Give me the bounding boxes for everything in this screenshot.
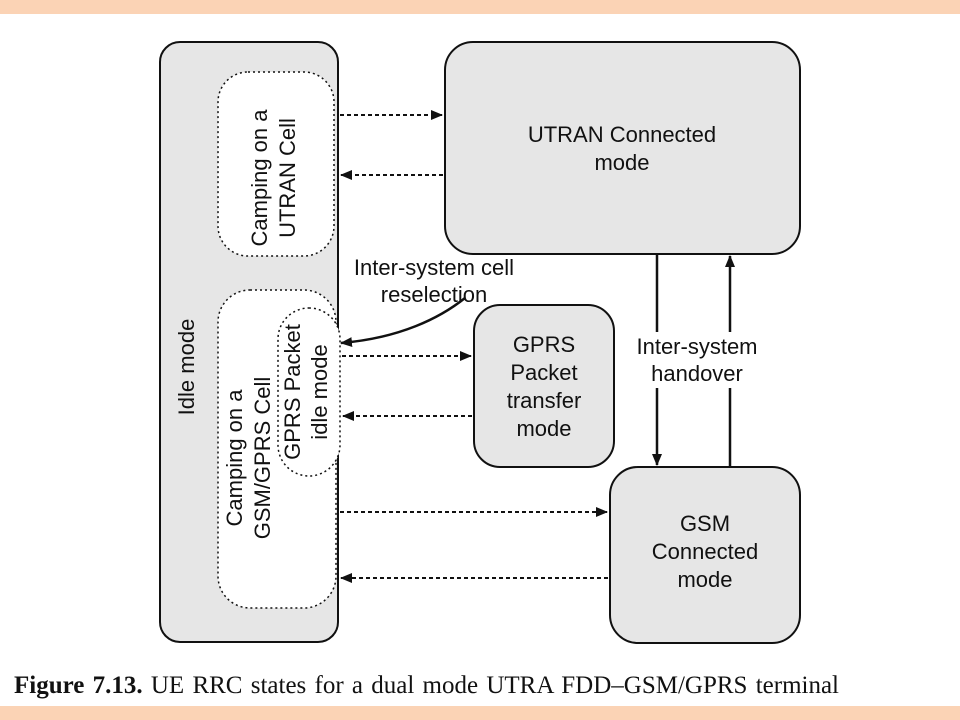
utran-connected-label-line2: mode (594, 150, 649, 175)
figure-caption: Figure 7.13. UE RRC states for a dual mo… (14, 672, 954, 700)
gprs-idle-label-line1: GPRS Packet (280, 324, 305, 460)
reselection-label-line2: reselection (381, 282, 487, 307)
handover-label-line1: Inter-system (636, 334, 757, 359)
camping-gsm-label-line2: GSM/GPRS Cell (250, 377, 275, 540)
gsm-connected-label-line1: GSM (680, 511, 730, 536)
bottom-border-band (0, 706, 960, 720)
gprs-transfer-label-line1: GPRS (513, 332, 575, 357)
arrow-inter-system-cell-reselection (340, 297, 466, 348)
camping-utran-label-line1: Camping on a (247, 109, 272, 247)
camping-gsm-label-line1: Camping on a (222, 389, 247, 527)
gprs-idle-label-line2: idle mode (307, 344, 332, 439)
gsm-connected-label-line3: mode (677, 567, 732, 592)
camping-utran-cell-box (217, 71, 335, 257)
gprs-packet-transfer-mode-box (473, 304, 615, 468)
gprs-packet-idle-mode-box (277, 307, 341, 477)
gsm-connected-label-line2: Connected (652, 539, 758, 564)
utran-connected-label-line1: UTRAN Connected (528, 122, 716, 147)
utran-connected-mode-box (444, 41, 801, 255)
figure-caption-label: Figure 7.13. (14, 672, 143, 699)
figure-caption-text: UE RRC states for a dual mode UTRA FDD–G… (150, 672, 840, 699)
handover-label-background (628, 332, 768, 388)
gprs-transfer-label-line2: Packet (510, 360, 577, 385)
camping-utran-label-line2: UTRAN Cell (275, 118, 300, 238)
gprs-transfer-label-line4: mode (516, 416, 571, 441)
reselection-label-line1: Inter-system cell (354, 255, 514, 280)
gprs-transfer-label-line3: transfer (507, 388, 582, 413)
top-border-band (0, 0, 960, 14)
rrc-state-diagram: Idle mode Camping on a UTRAN Cell Campin… (159, 41, 801, 644)
idle-mode-label: Idle mode (174, 319, 199, 416)
gsm-connected-mode-box (609, 466, 801, 644)
handover-label-line2: handover (651, 361, 743, 386)
